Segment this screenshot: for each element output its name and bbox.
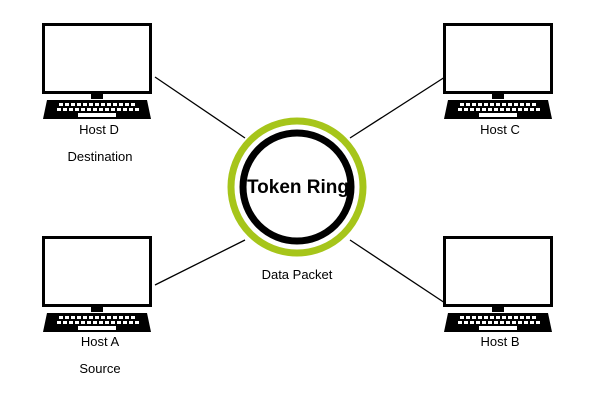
link-host-b [349, 239, 446, 304]
laptop-icon [442, 23, 554, 121]
host-d-role: Destination [67, 149, 132, 164]
ring-inner [239, 129, 355, 245]
ring-label: Token Ring [247, 177, 349, 198]
laptop-icon [442, 236, 554, 334]
link-host-a [154, 239, 246, 286]
host-c: Host C [442, 23, 554, 137]
token-ring: Token Ring [227, 117, 367, 257]
laptop-icon [41, 236, 153, 334]
host-a-role: Source [79, 361, 120, 376]
laptop-icon [41, 23, 153, 121]
link-host-c [349, 76, 446, 139]
link-host-d [154, 76, 246, 139]
host-a: Host A Source [41, 236, 153, 376]
host-d: Host D Destination [41, 23, 153, 164]
host-b: Host B [442, 236, 554, 349]
host-c-label: Host C [480, 122, 520, 137]
host-b-label: Host B [480, 334, 519, 349]
host-d-label: Host D [79, 122, 119, 137]
host-a-label: Host A [81, 334, 120, 349]
data-packet-label: Data Packet [262, 267, 333, 282]
